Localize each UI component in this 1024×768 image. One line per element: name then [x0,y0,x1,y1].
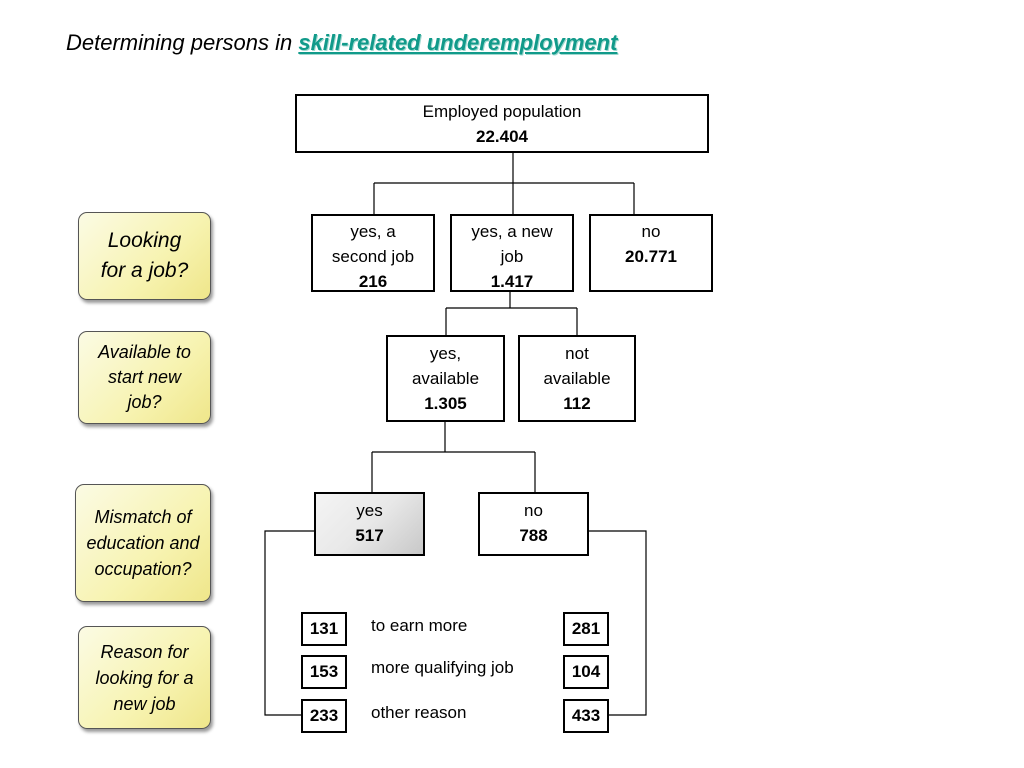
question-looking-for-job: Looking for a job? [78,212,211,300]
node-value: 1.305 [424,394,467,413]
node-label: not available [543,344,611,388]
title-highlight: skill-related underemployment [298,30,618,55]
node-label: yes [356,501,383,520]
node-mismatch-no: no 788 [478,492,589,556]
node-mismatch-yes: yes 517 [314,492,425,556]
question-text: Available to start new job? [98,342,191,412]
node-value: 216 [358,272,388,291]
node-label: yes, a second job [331,222,415,266]
reason-no-value: 433 [563,699,609,733]
node-value: 22.404 [476,127,528,146]
node-value: 112 [563,394,591,413]
node-new-job: yes, a new job 1.417 [450,214,574,292]
node-second-job: yes, a second job 216 [311,214,435,292]
question-reason: Reason for looking for a new job [78,626,211,729]
page-title: Determining persons in skill-related und… [66,30,617,56]
node-no-job: no 20.771 [589,214,713,292]
reason-label: to earn more [371,616,468,635]
reason-no-value: 281 [563,612,609,646]
node-available: yes, available 1.305 [386,335,505,422]
question-text: Looking for a job? [100,229,189,282]
reason-yes-value: 153 [301,655,347,689]
node-value: 788 [519,526,548,545]
reason-label: other reason [371,703,467,722]
reason-yes-value: 233 [301,699,347,733]
reason-label: more qualifying job [371,658,514,677]
node-label: Employed population [422,102,582,121]
node-label: yes, a new job [471,222,553,266]
title-prefix: Determining persons in [66,30,299,55]
node-label: no [641,222,661,241]
question-text: Reason for looking for a new job [95,641,194,714]
node-value: 517 [355,526,384,545]
reason-yes-value: 131 [301,612,347,646]
node-value: 20.771 [625,247,677,266]
question-text: Mismatch of education and occupation? [86,507,200,579]
node-not-available: not available 112 [518,335,636,422]
question-available: Available to start new job? [78,331,211,424]
node-employed-population: Employed population 22.404 [295,94,709,153]
question-mismatch: Mismatch of education and occupation? [75,484,211,602]
node-label: yes, available [411,344,480,388]
reason-no-value: 104 [563,655,609,689]
node-label: no [524,501,543,520]
node-value: 1.417 [490,272,534,291]
